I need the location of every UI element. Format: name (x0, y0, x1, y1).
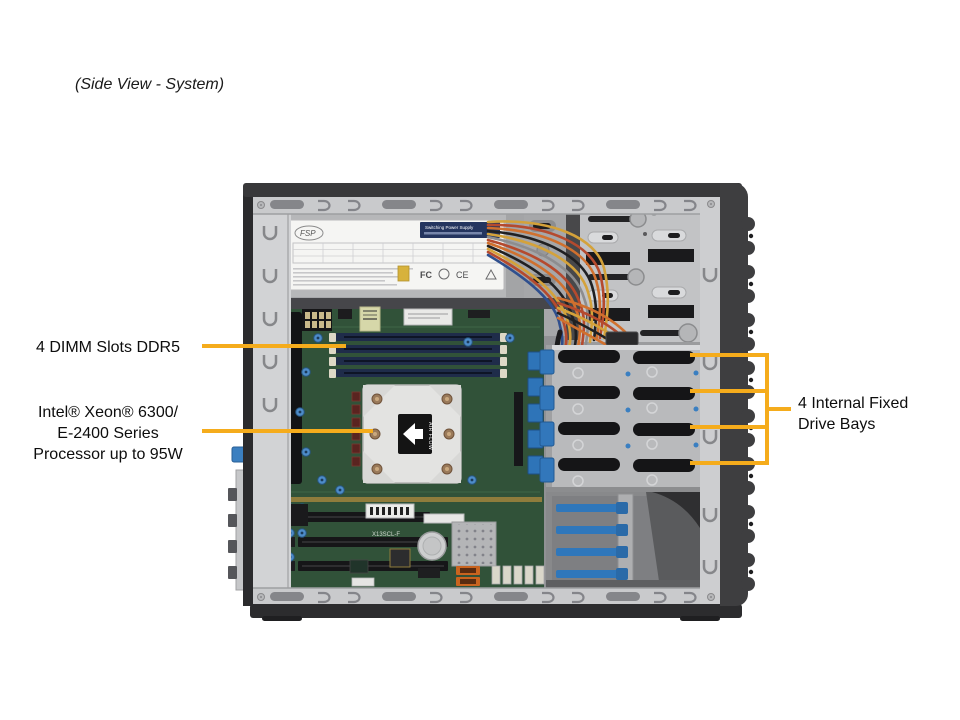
callout-bay-line-3 (690, 425, 769, 429)
psu-brand-text: FSP (300, 229, 316, 238)
board-model-text: X13SCL-F (372, 532, 400, 538)
callout-cpu-line (202, 429, 373, 433)
psu-badge-text: Switching Power Supply (425, 225, 474, 230)
callout-bay-line-2 (690, 389, 769, 393)
psu-cert-ce: CE (456, 270, 469, 280)
dimm-slots (329, 333, 507, 378)
callout-drive-line1: 4 Internal Fixed (798, 395, 909, 412)
psu-cert-fcc: FC (420, 270, 432, 280)
vrm-heatsink (451, 521, 497, 567)
drive-bay-slot (558, 350, 620, 363)
motherboard: AIR FLOW (258, 306, 545, 588)
callout-cpu-label: Intel® Xeon® 6300/ E-2400 Series Process… (18, 402, 198, 465)
internal-drive-cage (539, 345, 700, 492)
callout-bay-stub (769, 407, 791, 411)
figure-title: (Side View - System) (75, 76, 225, 93)
sata-ports-orange (456, 566, 480, 586)
chassis-frame (228, 183, 755, 621)
airflow-text: AIR FLOW (427, 422, 433, 450)
board-gold-edge (262, 497, 542, 502)
cmos-battery (417, 531, 447, 561)
lower-expansion-bay (546, 492, 700, 588)
cpu-cooler: AIR FLOW (362, 384, 462, 484)
psu-yellow-sticker (397, 265, 410, 282)
callout-drive-line2: Drive Bays (798, 416, 876, 433)
board-sticker (403, 308, 453, 326)
front-panel-headers (491, 565, 545, 585)
callout-cpu-line2: E-2400 Series (57, 425, 159, 442)
callout-dimm-line (202, 344, 346, 348)
power-supply: FSP Switching Power Supply FC CE (261, 213, 525, 299)
callout-cpu-line1: Intel® Xeon® 6300/ (37, 404, 179, 421)
callout-dimm-label: 4 DIMM Slots DDR5 (18, 337, 198, 358)
sata-connectors (527, 351, 544, 475)
callout-dimm-text: 4 DIMM Slots DDR5 (35, 339, 181, 356)
callout-bay-line-1 (690, 353, 769, 357)
callout-bay-line-4 (690, 461, 769, 465)
power-cables (486, 220, 638, 395)
psu-shadow-gap (258, 298, 568, 309)
airflow-arrow-icon (403, 423, 423, 445)
callout-cpu-line3: Processor up to 95W (33, 446, 183, 463)
callout-drive-label: 4 Internal Fixed Drive Bays (798, 393, 928, 435)
mb-power-plug (605, 331, 639, 346)
front-bezel (720, 183, 755, 606)
callout-bay-bracket (765, 353, 769, 465)
